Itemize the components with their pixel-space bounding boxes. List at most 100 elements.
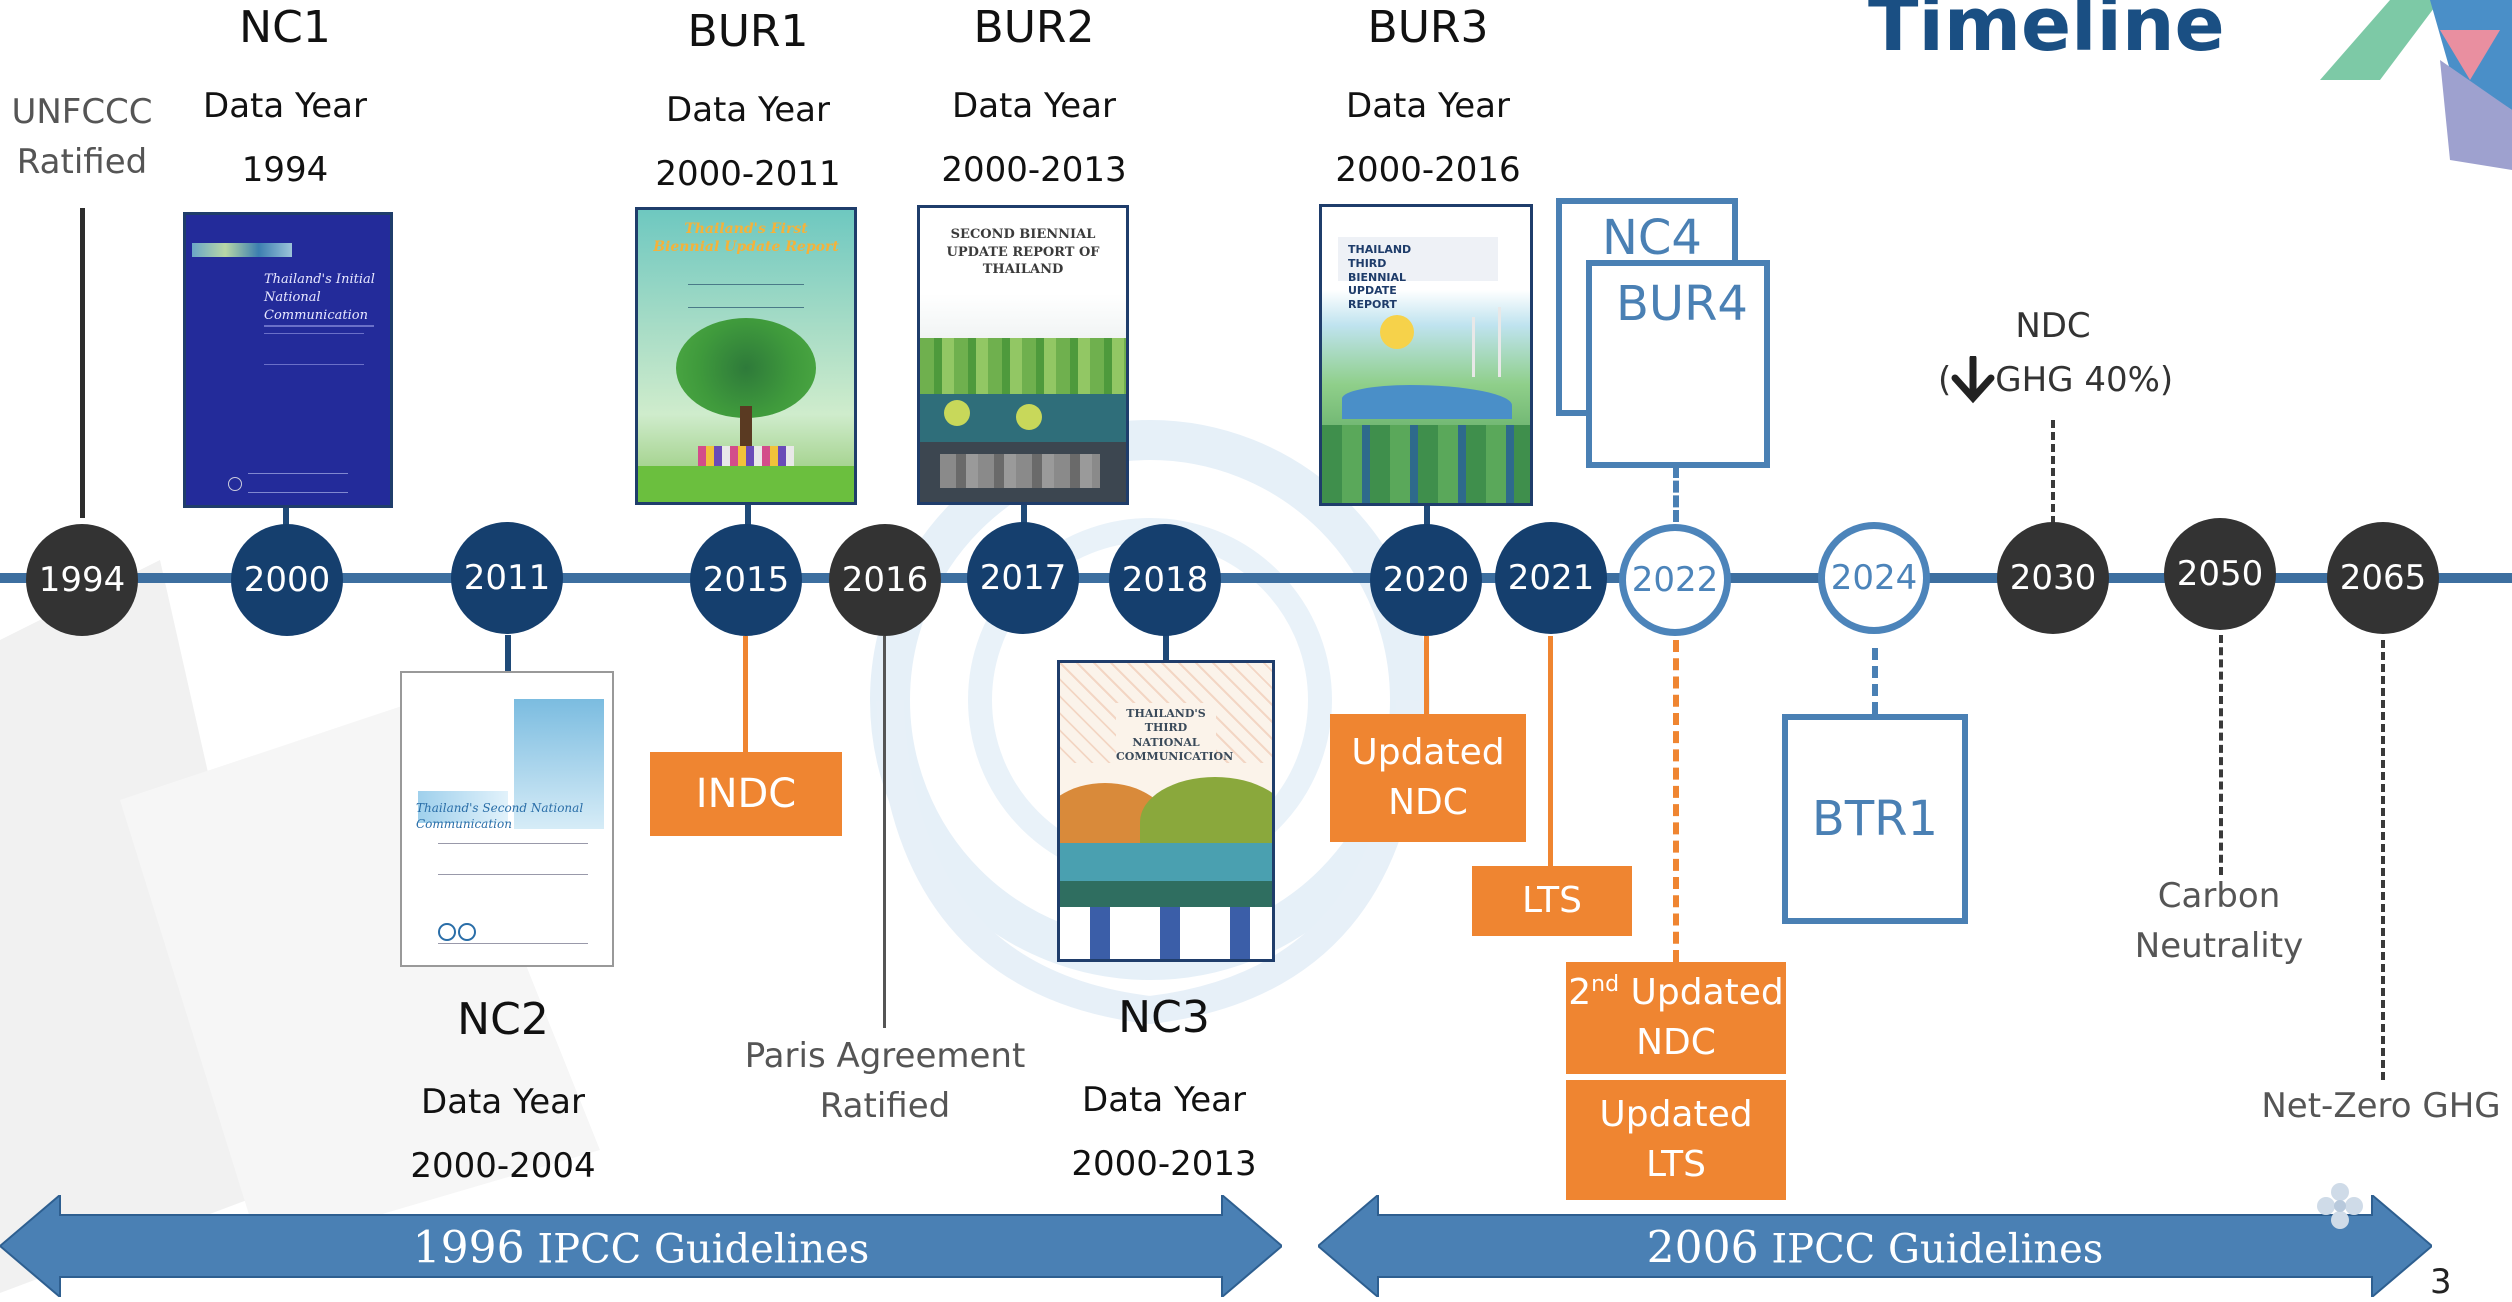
second-ordinal: 2 bbox=[1568, 971, 1592, 1013]
node-2016: 2016 bbox=[829, 524, 941, 636]
bur3-cover-title: THAILAND THIRD BIENNIAL UPDATE REPORT bbox=[1348, 243, 1412, 311]
nc1-cover-title: Thailand's Initial National Communicatio… bbox=[264, 272, 375, 324]
unfccc-label-line2: Ratified bbox=[16, 142, 148, 182]
node-2018: 2018 bbox=[1109, 524, 1221, 636]
bur1-cover-title: Thailand's First Biennial Update Report bbox=[653, 221, 839, 256]
bur2-connector bbox=[1021, 505, 1027, 529]
carbon-neutrality-line1: Carbon bbox=[2157, 876, 2281, 916]
node-2011: 2011 bbox=[451, 522, 563, 634]
nc4-label: NC4 bbox=[1602, 210, 1702, 266]
bur4-connector bbox=[1673, 466, 1679, 522]
updated-lts-box: Updated LTS bbox=[1566, 1080, 1786, 1200]
updated-ndc-line1: Updated bbox=[1351, 731, 1505, 773]
bur2-data-year-label: Data Year bbox=[952, 86, 1116, 126]
carbon-neutrality-connector bbox=[2219, 635, 2223, 875]
lts-label: LTS bbox=[1522, 879, 1582, 921]
node-2065: 2065 bbox=[2327, 522, 2439, 634]
nc1-title: NC1 bbox=[239, 2, 331, 53]
bur1-data-years: 2000-2011 bbox=[655, 154, 841, 194]
nc3-cover: THAILAND'S THIRD NATIONAL COMMUNICATION bbox=[1060, 663, 1272, 959]
indc-connector bbox=[743, 636, 748, 752]
net-zero-connector bbox=[2381, 640, 2385, 1080]
bur1-data-year-label: Data Year bbox=[666, 90, 830, 130]
timeline-axis bbox=[0, 573, 2512, 583]
lts-connector bbox=[1548, 636, 1553, 868]
node-2015: 2015 bbox=[690, 524, 802, 636]
ipcc-2006-year: 2006 bbox=[1646, 1222, 1759, 1274]
bur4-label: BUR4 bbox=[1616, 276, 1748, 332]
node-1994: 1994 bbox=[26, 524, 138, 636]
second-updated-word: Updated bbox=[1619, 971, 1784, 1013]
bur1-title: BUR1 bbox=[687, 6, 809, 57]
bur3-data-years: 2000-2016 bbox=[1335, 150, 1521, 190]
ndc-target-connector bbox=[2051, 420, 2055, 524]
unfccc-label-line1: UNFCCC bbox=[11, 92, 153, 132]
nc2-cover: Thailand's Second National Communication bbox=[402, 673, 612, 965]
updated-ndc-line2: NDC bbox=[1388, 782, 1468, 823]
nc3-data-year-label: Data Year bbox=[1082, 1080, 1246, 1120]
node-2022: 2022 bbox=[1619, 524, 1731, 636]
page-title: Timeline bbox=[1868, 0, 2225, 68]
indc-box: INDC bbox=[650, 752, 842, 836]
bur2-cover-title: SECOND BIENNIAL UPDATE REPORT OF THAILAN… bbox=[946, 227, 1100, 278]
bur2-cover: SECOND BIENNIAL UPDATE REPORT OF THAILAN… bbox=[920, 208, 1126, 502]
ndc-target-value: GHG 40%) bbox=[1995, 360, 2174, 400]
nc3-cover-title: THAILAND'S THIRD NATIONAL COMMUNICATION bbox=[1116, 703, 1233, 769]
ndc-target-line1: NDC bbox=[2015, 306, 2091, 346]
second-updated-ndc-box: 2nd Updated NDC bbox=[1566, 962, 1786, 1074]
ipcc-1996-year: 1996 bbox=[412, 1222, 525, 1274]
indc-label: INDC bbox=[695, 771, 797, 817]
updated-lts-line2: LTS bbox=[1646, 1144, 1706, 1185]
carbon-neutrality-line2: Neutrality bbox=[2134, 926, 2304, 966]
bur3-cover: THAILAND THIRD BIENNIAL UPDATE REPORT bbox=[1322, 207, 1530, 503]
node-2030: 2030 bbox=[1997, 522, 2109, 634]
node-2021: 2021 bbox=[1495, 522, 1607, 634]
bur1-cover: Thailand's First Biennial Update Report bbox=[638, 210, 854, 502]
bur2-data-years: 2000-2013 bbox=[941, 150, 1127, 190]
ipcc-1996-arrow bbox=[0, 1195, 1282, 1297]
nc3-data-years: 2000-2013 bbox=[1071, 1144, 1257, 1184]
bur1-connector bbox=[745, 505, 751, 529]
bur4-box: BUR4 bbox=[1586, 260, 1770, 468]
node-2020: 2020 bbox=[1370, 524, 1482, 636]
ndc-target-line2: ( GHG 40%) bbox=[1938, 356, 2173, 404]
bur3-connector bbox=[1424, 505, 1430, 529]
btr1-connector bbox=[1872, 648, 1878, 714]
nc3-title: NC3 bbox=[1118, 992, 1210, 1043]
nc1-connector bbox=[283, 505, 289, 529]
paris-label-line2: Ratified bbox=[819, 1086, 951, 1126]
updated-ndc-box: Updated NDC bbox=[1330, 714, 1526, 842]
updated-lts-line1: Updated bbox=[1599, 1093, 1753, 1135]
paris-connector bbox=[883, 636, 886, 1028]
flower-icon bbox=[2317, 1183, 2363, 1229]
down-arrow-icon bbox=[1951, 356, 1995, 404]
nc1-cover: Thailand's Initial National Communicatio… bbox=[186, 215, 390, 505]
nc2-title: NC2 bbox=[457, 994, 549, 1045]
node-2050: 2050 bbox=[2164, 518, 2276, 630]
nc3-connector bbox=[1163, 635, 1169, 663]
second-ndc-connector bbox=[1673, 640, 1679, 962]
bur3-title: BUR3 bbox=[1367, 2, 1489, 53]
ipcc-2006-arrow bbox=[1318, 1195, 2432, 1297]
bur2-title: BUR2 bbox=[973, 2, 1095, 53]
net-zero-label: Net-Zero GHG bbox=[2261, 1086, 2501, 1126]
page-number: 3 bbox=[2430, 1262, 2452, 1302]
node-2000: 2000 bbox=[231, 524, 343, 636]
nc2-connector bbox=[505, 635, 511, 673]
lts-box: LTS bbox=[1472, 866, 1632, 936]
node-2024: 2024 bbox=[1818, 522, 1930, 634]
second-ndc-word: NDC bbox=[1636, 1022, 1716, 1063]
updated-ndc-connector bbox=[1424, 636, 1429, 716]
nc1-data-years: 1994 bbox=[241, 150, 329, 190]
ipcc-2006-text: IPCC Guidelines bbox=[1758, 1226, 2104, 1273]
btr1-box: BTR1 bbox=[1782, 714, 1968, 924]
btr1-label: BTR1 bbox=[1811, 791, 1939, 847]
ipcc-1996-text: IPCC Guidelines bbox=[524, 1226, 870, 1273]
second-ordinal-suffix: nd bbox=[1591, 971, 1620, 997]
bur3-data-year-label: Data Year bbox=[1346, 86, 1510, 126]
node-2017: 2017 bbox=[967, 522, 1079, 634]
nc2-data-years: 2000-2004 bbox=[410, 1146, 596, 1186]
nc2-cover-title: Thailand's Second National Communication bbox=[416, 801, 584, 831]
ndc-paren-open: ( bbox=[1938, 360, 1952, 400]
